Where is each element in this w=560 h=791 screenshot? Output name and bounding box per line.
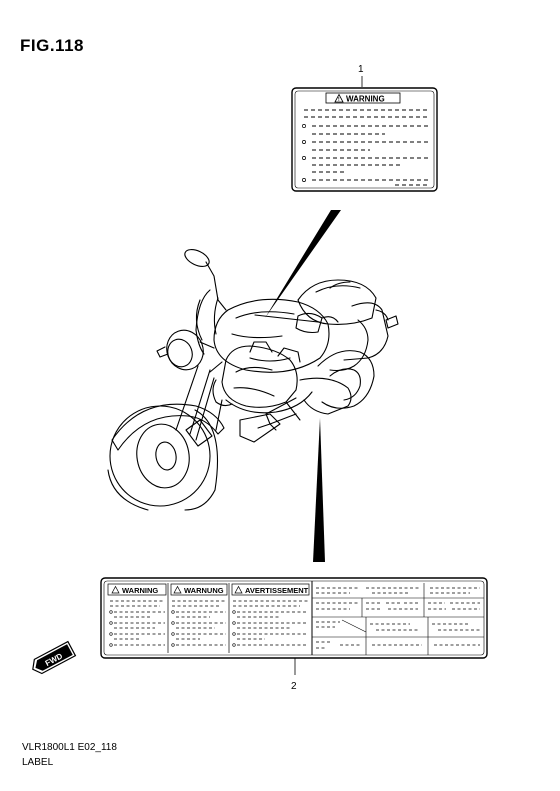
- svg-text:!: !: [338, 97, 340, 103]
- pointer-arrow-label-2: [313, 418, 325, 562]
- callout-1-number: 1: [358, 64, 364, 75]
- diagram-code: VLR1800L1 E02_118: [22, 742, 117, 753]
- section-label: LABEL: [22, 757, 54, 768]
- label-2-header-en: WARNING: [122, 586, 158, 595]
- label-2-header-de: WARNUNG: [184, 586, 224, 595]
- pointer-arrow-label-1: [265, 210, 341, 318]
- figure-title: FIG.118: [20, 36, 84, 55]
- callout-1[interactable]: 1: [358, 64, 364, 87]
- callout-2[interactable]: 2: [291, 658, 297, 692]
- warning-triangle-icon: [234, 585, 243, 594]
- warning-label-2[interactable]: WARNING WARNUNG AVERTISSEMENT: [100, 577, 488, 659]
- warning-triangle-icon: !: [334, 93, 344, 103]
- warning-triangle-icon: [173, 585, 182, 594]
- warning-label-1[interactable]: ! WARNING: [291, 87, 438, 192]
- warning-label-1-header: WARNING: [346, 95, 385, 104]
- warning-triangle-icon: [111, 585, 120, 594]
- callout-2-number: 2: [291, 681, 297, 692]
- label-2-header-fr: AVERTISSEMENT: [245, 586, 309, 595]
- motorcycle-illustration: [107, 249, 399, 511]
- forward-direction-badge: FWD: [32, 640, 77, 675]
